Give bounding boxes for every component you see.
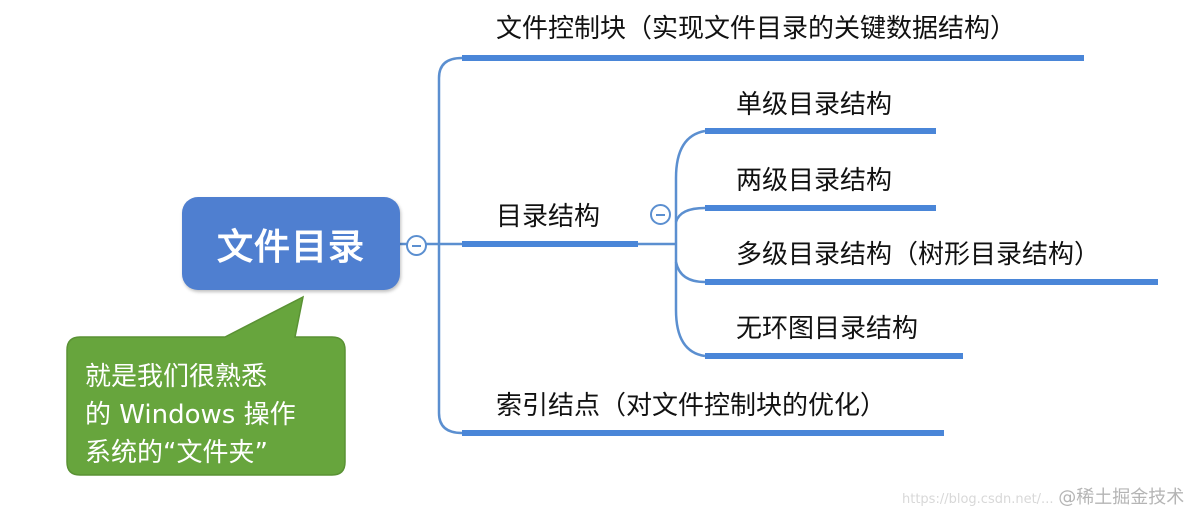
subtopic-two-level[interactable]: 两级目录结构	[736, 166, 893, 196]
sub-underline-two	[705, 205, 936, 211]
collapse-root-icon[interactable]	[406, 235, 427, 256]
branch-underline-dir	[462, 241, 638, 247]
branch-underline-fcb	[462, 55, 1084, 61]
sub-connector-two-level	[674, 206, 706, 223]
callout-line: 就是我们很熟悉	[85, 362, 268, 392]
subtopic-acyclic-graph[interactable]: 无环图目录结构	[736, 314, 919, 344]
topic-index-node[interactable]: 索引结点（对文件控制块的优化）	[496, 391, 887, 421]
sub-connector-multi-level	[674, 261, 706, 284]
root-label: 文件目录	[216, 226, 365, 268]
subtopic-multi-level[interactable]: 多级目录结构（树形目录结构）	[736, 240, 1101, 270]
sub-underline-multi	[705, 279, 1158, 285]
topic-directory-structure[interactable]: 目录结构	[496, 202, 601, 232]
sub-underline-single	[705, 128, 936, 134]
watermark-url: https://blog.csdn.net/...	[902, 492, 1054, 507]
watermark: https://blog.csdn.net/... @稀土掘金技术社区	[902, 483, 1184, 509]
subtopic-single-level[interactable]: 单级目录结构	[736, 90, 893, 120]
watermark-site: @稀土掘金技术社区	[1058, 487, 1184, 508]
root-node[interactable]: 文件目录	[182, 197, 400, 290]
branch-underline-index	[462, 430, 944, 436]
callout-bubble	[66, 295, 346, 476]
collapse-directory-structure-icon[interactable]	[650, 204, 671, 225]
main-trunk	[437, 56, 463, 435]
sub-trunk	[674, 129, 706, 358]
callout-text: 就是我们很熟悉 的 Windows 操作 系统的“文件夹”	[85, 358, 335, 472]
callout-line: 系统的“文件夹”	[85, 438, 268, 468]
sub-underline-acyclic	[705, 353, 963, 359]
callout-line: 的 Windows 操作	[85, 400, 296, 430]
topic-file-control-block[interactable]: 文件控制块（实现文件目录的关键数据结构）	[496, 14, 1017, 44]
